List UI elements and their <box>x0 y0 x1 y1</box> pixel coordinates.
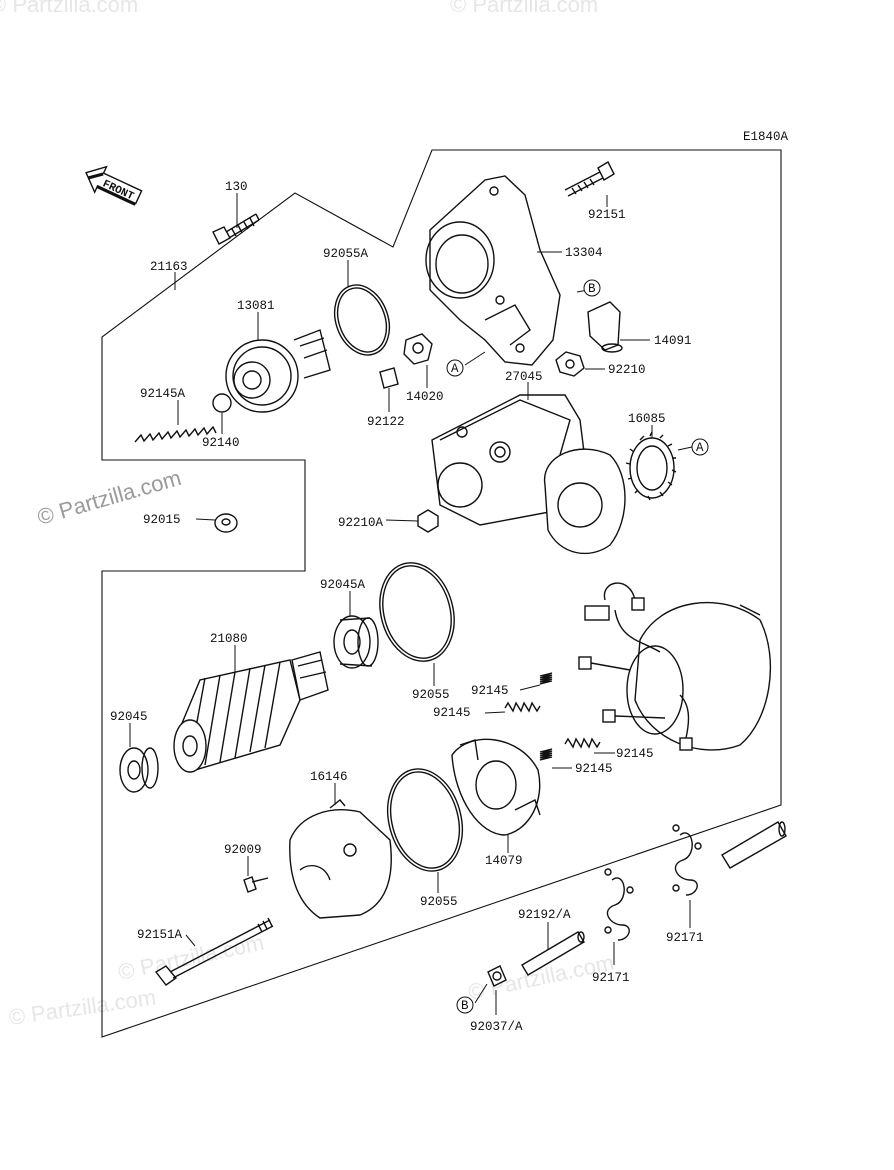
label-92145-c: 92145 <box>616 747 654 761</box>
bearing-92045A <box>333 615 379 669</box>
label-92055-lower: 92055 <box>420 895 458 909</box>
spring-92145-c <box>564 737 601 749</box>
screw-92009 <box>243 876 269 893</box>
front-arrow-icon: FRONT <box>85 165 143 206</box>
boot-14091 <box>587 301 623 353</box>
watermark-bottom-left: © Partzilla.com <box>7 985 157 1030</box>
label-92037A: 92037/A <box>470 1020 523 1034</box>
label-16146: 16146 <box>310 770 348 784</box>
label-92055-upper: 92055 <box>412 688 450 702</box>
label-92009: 92009 <box>224 843 262 857</box>
label-92171-upper: 92171 <box>666 931 704 945</box>
label-92210A: 92210A <box>338 516 384 530</box>
o-ring-92055A <box>333 284 391 356</box>
o-ring-92055-upper <box>379 562 455 662</box>
housing-13304 <box>425 175 561 366</box>
diagram-code: E1840A <box>743 130 789 144</box>
callout-b-upper: B <box>583 279 601 297</box>
callout-b-lower: B <box>456 996 474 1014</box>
clamp-92171-lower <box>604 868 634 941</box>
label-92145-a: 92145 <box>471 684 509 698</box>
label-16085: 16085 <box>628 412 666 426</box>
label-92145A: 92145A <box>140 387 186 401</box>
label-92145-b: 92145 <box>433 706 471 720</box>
label-92045: 92045 <box>110 710 148 724</box>
bolt-92151 <box>564 161 615 197</box>
callout-a-lower: A <box>691 438 709 456</box>
armature-21080 <box>173 651 329 773</box>
svg-text:B: B <box>588 282 596 296</box>
pipe-upper <box>721 821 787 869</box>
spring-92145A <box>134 425 217 443</box>
bearing-92045 <box>119 747 159 793</box>
label-27045: 27045 <box>505 370 543 384</box>
label-92015: 92015 <box>143 513 181 527</box>
label-92122: 92122 <box>367 415 405 429</box>
gear-13081 <box>225 329 331 413</box>
label-92192A: 92192/A <box>518 908 571 922</box>
leader-lines <box>129 193 693 1015</box>
label-92151: 92151 <box>588 208 626 222</box>
label-13304: 13304 <box>565 246 603 260</box>
label-92140: 92140 <box>202 436 240 450</box>
ball-92140 <box>212 393 232 413</box>
label-21163: 21163 <box>150 260 188 274</box>
gear-16085 <box>625 431 677 501</box>
label-92171-lower: 92171 <box>592 971 630 985</box>
label-92045A: 92045A <box>320 578 366 592</box>
pipe-92192A <box>521 931 585 976</box>
svg-text:A: A <box>696 441 704 455</box>
end-cover-16146 <box>289 799 392 919</box>
watermark-top-left: © Partzilla.com <box>0 0 138 17</box>
pin-92122 <box>379 367 399 389</box>
o-ring-92055-lower <box>387 768 463 872</box>
watermark-top-center: © Partzilla.com <box>450 0 598 17</box>
clip-92037A <box>487 965 507 987</box>
label-14091: 14091 <box>654 334 692 348</box>
svg-text:B: B <box>461 999 469 1013</box>
label-21080: 21080 <box>210 632 248 646</box>
nut-92210A <box>417 509 439 533</box>
label-92055A: 92055A <box>323 247 369 261</box>
assembly-frame <box>101 149 782 1038</box>
label-92210: 92210 <box>608 363 646 377</box>
label-92145-d: 92145 <box>575 762 613 776</box>
spring-92145-d <box>539 748 553 761</box>
bolt-130 <box>212 213 260 245</box>
brush-holder-14079 <box>451 738 541 836</box>
svg-text:A: A <box>451 362 459 376</box>
label-14020: 14020 <box>406 390 444 404</box>
shift-lever-14020 <box>403 333 433 365</box>
yoke-assembly <box>578 582 772 751</box>
label-130: 130 <box>225 180 248 194</box>
label-14079: 14079 <box>485 854 523 868</box>
solenoid-27045 <box>431 394 626 555</box>
callout-a-upper: A <box>446 359 464 377</box>
through-bolt-92151A <box>154 917 274 986</box>
spring-92145-b <box>504 701 541 713</box>
nut-92210 <box>555 351 585 377</box>
label-92151A: 92151A <box>137 928 183 942</box>
washer-92015 <box>214 513 238 533</box>
label-13081: 13081 <box>237 299 275 313</box>
spring-92145-a <box>539 672 553 685</box>
clamp-92171-upper <box>672 824 702 896</box>
